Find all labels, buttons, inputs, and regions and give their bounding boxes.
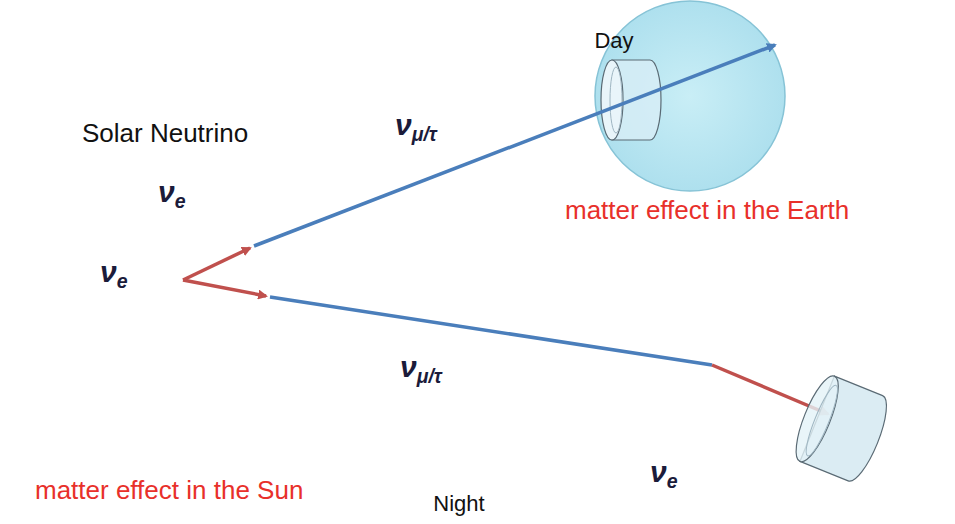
- sun-circle: Solar Neutrino νe νe: [8, 95, 358, 445]
- neutrino-symbol: νe: [158, 175, 186, 210]
- detector-cylinder: [788, 371, 895, 486]
- neutrino-flavor-label: νμ/τ: [395, 108, 437, 143]
- day-box: Day: [581, 25, 647, 57]
- matter-effect-note: matter effect in the Sun: [35, 476, 303, 506]
- night-box: Night: [420, 488, 498, 520]
- neutrino-symbol: νe: [650, 455, 678, 490]
- neutrino-symbol: νe: [100, 255, 128, 290]
- earth-circle-outline: [584, 309, 796, 521]
- muon-tau-neutrino-line: [270, 297, 712, 365]
- node-title: Solar Neutrino: [82, 119, 248, 149]
- box-label: Night: [420, 491, 498, 516]
- box-label: Day: [581, 28, 647, 53]
- electron-neutrino-arrow: [183, 280, 266, 296]
- neutrino-flavor-label: νμ/τ: [400, 350, 442, 385]
- electron-neutrino-arrow: [183, 248, 250, 280]
- matter-effect-note: matter effect in the Earth: [565, 196, 849, 226]
- earth-circle: νe: [584, 309, 796, 521]
